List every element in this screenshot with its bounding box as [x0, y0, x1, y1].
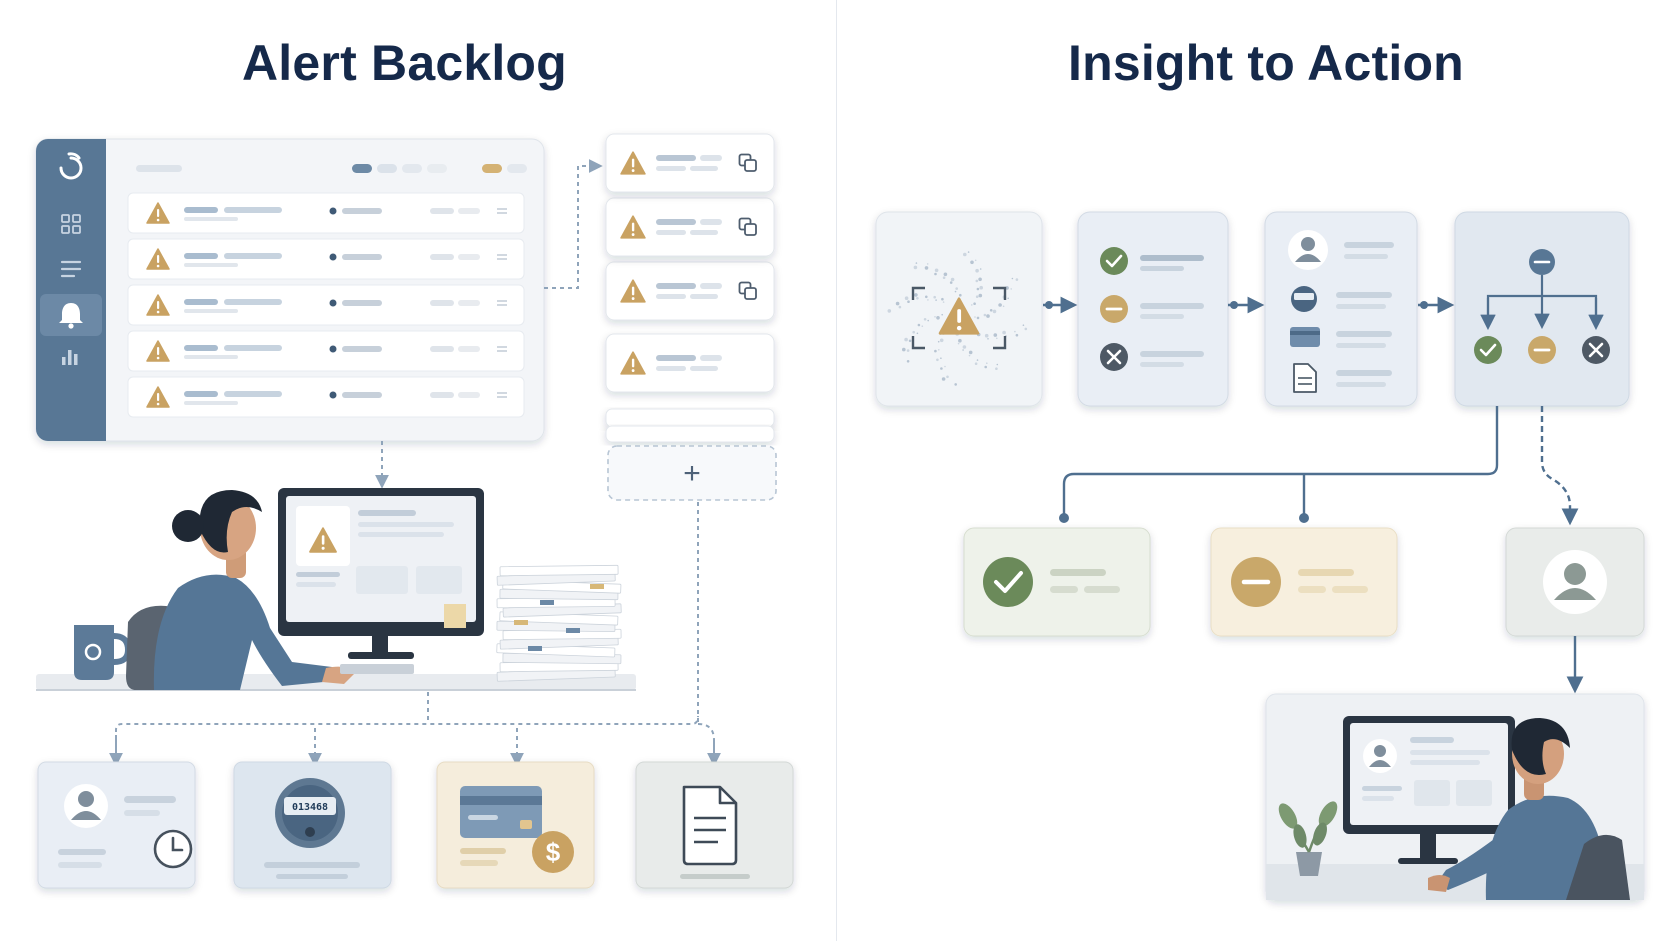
credit-card-icon	[460, 786, 542, 838]
analyst-man	[1428, 718, 1630, 900]
source-card-meter: 013468	[233, 761, 392, 889]
x-circle-icon	[1582, 336, 1610, 364]
source-card-user-time	[37, 761, 196, 889]
alert-table	[127, 192, 525, 418]
x-circle-icon	[1100, 343, 1128, 371]
check-circle-icon	[1100, 247, 1128, 275]
flow-step-triage-status	[1077, 211, 1229, 407]
credit-card-icon	[1290, 327, 1320, 347]
plant-icon	[1278, 801, 1338, 876]
flow-step-context	[1264, 211, 1418, 407]
panel-title-alert-backlog: Alert Backlog	[242, 35, 567, 91]
source-card-document	[635, 761, 794, 889]
list-icon[interactable]	[60, 260, 82, 278]
coffee-mug-icon	[74, 625, 132, 680]
panel-title-insight-to-action: Insight to Action	[1068, 35, 1464, 91]
queued-alert-card[interactable]	[605, 197, 775, 257]
flow-step-alert-detection	[875, 211, 1043, 407]
alert-queue-stack	[605, 133, 775, 443]
alert-row[interactable]	[127, 330, 525, 372]
alert-row[interactable]	[127, 238, 525, 280]
paper-stack	[496, 564, 622, 682]
keyboard	[340, 664, 414, 674]
alert-row[interactable]	[127, 284, 525, 326]
svg-text:$: $	[546, 837, 561, 867]
dollar-icon: $	[532, 831, 574, 873]
user-icon	[1295, 237, 1321, 262]
user-avatar-icon	[1554, 563, 1596, 600]
document-icon	[682, 785, 738, 866]
alert-row[interactable]	[127, 192, 525, 234]
document-icon	[1293, 363, 1317, 393]
check-circle-icon	[1474, 336, 1502, 364]
analyst-monitor	[278, 488, 484, 659]
add-button-label: +	[683, 457, 701, 490]
meter-reading: 013468	[292, 802, 328, 813]
clock-icon	[153, 829, 193, 869]
queued-alert-card[interactable]	[605, 261, 775, 321]
analyst-woman	[153, 490, 356, 690]
scan-brackets-icon	[911, 286, 1007, 350]
analyst-workstation-card	[1265, 693, 1645, 901]
alert-row[interactable]	[127, 376, 525, 418]
user-icon	[71, 791, 101, 820]
flow-step-decision	[1454, 211, 1630, 407]
queued-alert-card[interactable]	[605, 333, 775, 393]
grid-icon[interactable]	[61, 214, 81, 234]
meter-icon	[1291, 286, 1317, 312]
bar-chart-icon[interactable]	[62, 350, 78, 365]
queued-alert-card[interactable]	[605, 133, 775, 193]
dashboard-header-pills	[352, 164, 527, 173]
minus-circle-icon	[1528, 336, 1556, 364]
bell-icon[interactable]	[59, 303, 83, 329]
outcome-on-hold	[1210, 527, 1398, 637]
meter-icon: 013468	[275, 778, 345, 848]
outcome-escalate-to-analyst	[1505, 527, 1645, 637]
minus-circle-icon	[1100, 295, 1128, 323]
source-card-payment: $	[436, 761, 595, 889]
add-alert-button[interactable]: +	[607, 445, 777, 501]
dashboard-sidebar	[36, 139, 106, 441]
panel-divider	[836, 0, 837, 941]
refresh-logo-icon[interactable]	[59, 152, 83, 180]
check-circle-icon	[983, 557, 1033, 607]
analyst-desk-scene	[36, 488, 636, 691]
outcome-approved	[963, 527, 1151, 637]
dashboard-window	[35, 138, 545, 442]
